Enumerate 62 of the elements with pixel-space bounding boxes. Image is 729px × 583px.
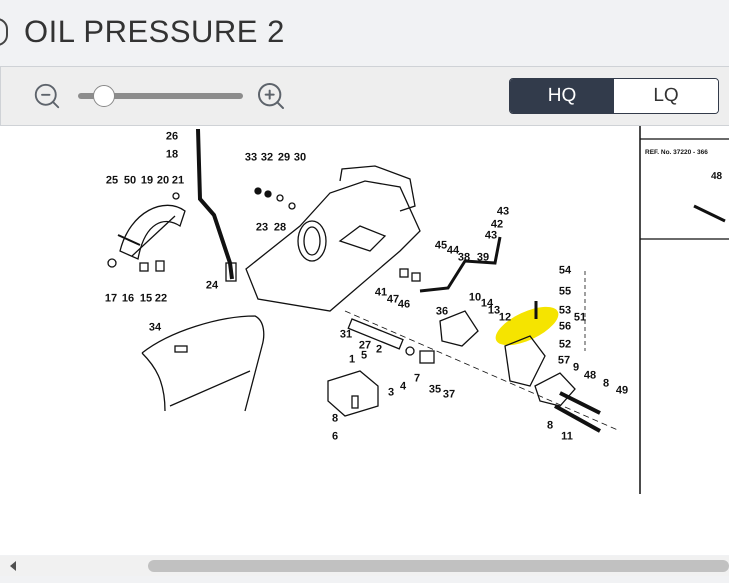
callout-number: 31 [340, 330, 352, 340]
callout-number: 21 [172, 176, 184, 186]
callout-number: 48 [584, 370, 596, 382]
callout-number: 57 [558, 356, 570, 366]
callout-number: 52 [558, 340, 572, 350]
callout-number: 43 [496, 206, 510, 218]
callout-number: 17 [104, 294, 118, 304]
callout-number: 53 [558, 306, 572, 316]
callout-number: 1 [348, 354, 356, 366]
callout-number: 23 [256, 222, 268, 234]
callout-number: 34 [148, 322, 162, 334]
callout-number: 11 [561, 432, 573, 442]
callout-number: 45 [434, 240, 448, 252]
callout-number: 48 [711, 172, 722, 182]
callout-number: 6 [332, 432, 338, 442]
callout-number: 8 [602, 378, 610, 390]
callout-number: 10 [468, 292, 482, 304]
callout-number: 15 [140, 294, 152, 304]
callout-number: 9 [572, 362, 580, 374]
hq-toggle: HQ [510, 79, 614, 113]
callout-number: 16 [122, 294, 134, 304]
callout-number: 44 [446, 246, 460, 256]
callout-number: 35 [428, 384, 442, 396]
callout-number: 3 [388, 388, 394, 398]
callout-number: 42 [490, 220, 504, 230]
callout-number: 56 [558, 322, 572, 332]
callout-number: 55 [558, 286, 572, 298]
callout-number: 20 [156, 176, 170, 186]
callout-number: 27 [358, 340, 372, 352]
callout-number: 37 [442, 390, 456, 400]
callout-number: 25 [106, 176, 118, 186]
page-title: OIL PRESSURE 2 [24, 13, 285, 51]
callout-number: 28 [274, 222, 286, 234]
callout-number: 39 [476, 252, 490, 264]
callout-number: 2 [376, 344, 382, 356]
callout-number: 5 [360, 350, 368, 362]
callout-number: 51 [574, 312, 586, 324]
callout-number: 33 [244, 152, 258, 164]
callout-number: 4 [400, 382, 406, 392]
lq-toggle: LQ [614, 79, 718, 113]
callout-number: 30 [294, 152, 306, 164]
callout-number: 32 [260, 152, 274, 164]
callout-number: 36 [436, 306, 448, 318]
callout-number: 8 [546, 420, 554, 432]
callout-number: 29 [278, 152, 290, 164]
callout-number: 18 [166, 150, 178, 160]
callout-number: 8 [332, 414, 338, 424]
callout-number: 24 [206, 280, 218, 292]
callout-number: 38 [458, 252, 470, 264]
callout-number: 26 [166, 132, 178, 142]
callout-number: 49 [616, 386, 628, 396]
callout-number: 47 [386, 294, 400, 306]
callout-number: 7 [414, 374, 420, 384]
callout-number: 54 [558, 266, 572, 276]
callout-number: 50 [124, 176, 136, 186]
callout-number: 12 [498, 312, 512, 324]
callout-number: 13 [488, 306, 500, 316]
callout-number: 22 [154, 294, 168, 304]
callout-number: 19 [140, 176, 154, 186]
callout-number: 46 [398, 300, 410, 310]
callout-number: 41 [374, 288, 388, 298]
callout-number: 43 [484, 230, 498, 242]
